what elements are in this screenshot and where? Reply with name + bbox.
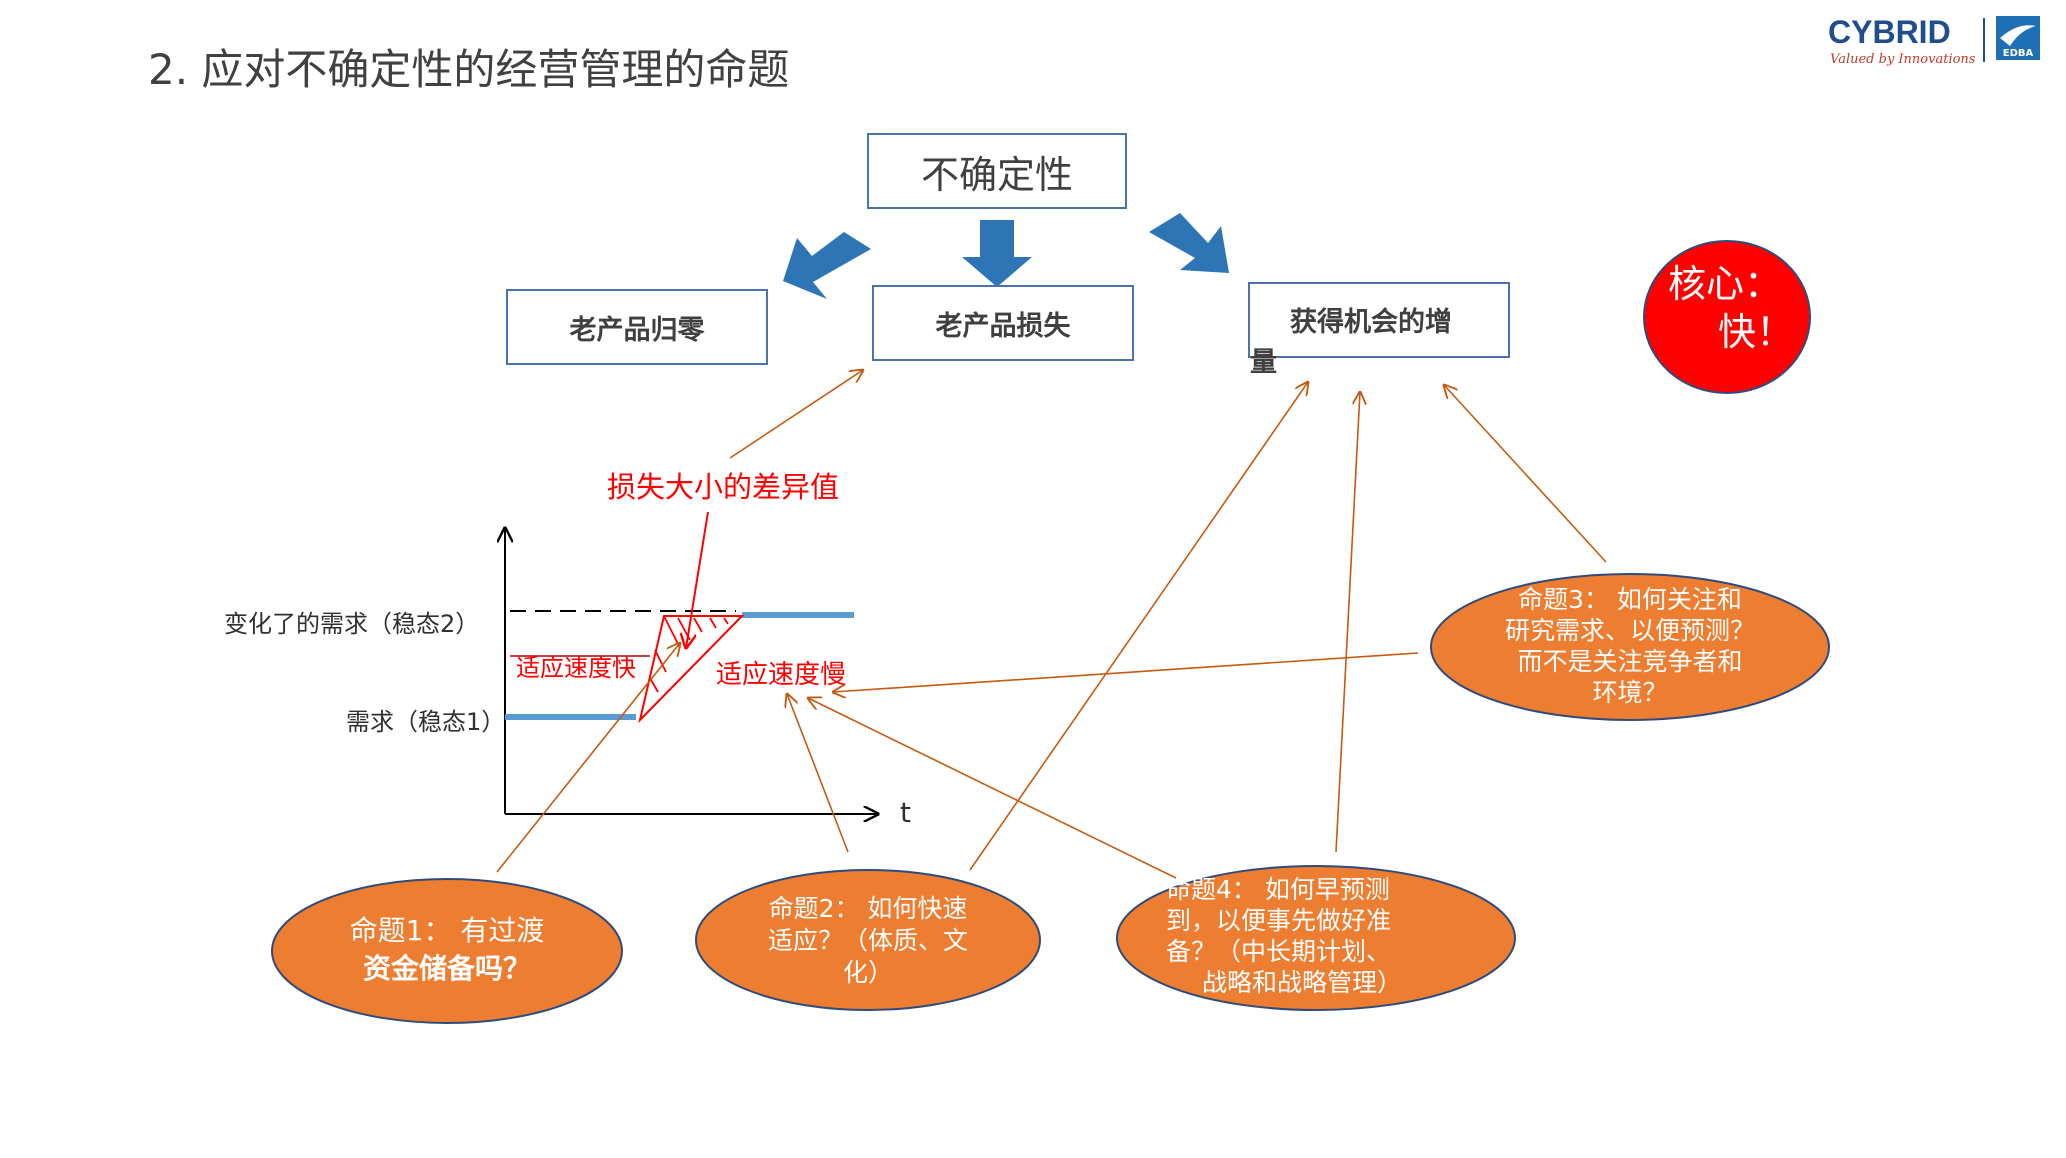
arrow-p1-to-fast [496,643,680,873]
edba-logo-icon [1996,16,2040,60]
proposition-4-line1: 命题4： 如何早预测 [1166,875,1390,904]
proposition-1-ellipse [271,878,623,1024]
loss-difference-label: 损失大小的差异值 [607,470,840,504]
proposition-3-line2: 研究需求、以便预测？ [1504,616,1755,645]
blue-arrow-right [1149,213,1229,273]
time-axis-label: t [900,796,911,829]
proposition-3-text: 命题3： 如何关注和 研究需求、以便预测？ 而不是关注竞争者和 环境？ [1474,584,1786,708]
proposition-4-line2: 到，以便事先做好准 [1166,906,1392,935]
proposition-4-ellipse [1116,865,1516,1011]
logo-tagline: Valued by Innovations [1830,52,1976,67]
logo-brand: CYBRID [1828,14,1951,50]
proposition-3-line4: 环境？ [1592,678,1668,707]
page-title: 2. 应对不确定性的经营管理的命题 [148,45,790,94]
proposition-4-text: 命题4： 如何早预测 到，以便事先做好准 备？（中长期计划、 战略和战略管理） [1166,874,1466,998]
uncertainty-box: 不确定性 [867,133,1127,209]
old-product-zero-box: 老产品归零 [506,289,768,365]
arrow-p4-to-opportunity [1335,392,1360,853]
blue-arrow-left [783,232,871,299]
arrow-p2-to-slow [787,694,849,853]
core-text: 核心： 快！ [1668,260,1795,356]
proposition-4-line3: 备？（中长期计划、 [1166,937,1392,966]
proposition-3-ellipse [1430,573,1830,721]
core-text-line2: 快！ [1718,310,1795,354]
proposition-2-line3: 化） [842,958,893,987]
core-circle [1643,240,1811,394]
arrow-loss-to-box [729,370,863,459]
arrow-p2-to-opportunity [969,382,1308,871]
demand-changed-label: 变化了的需求（稳态2） [224,610,480,638]
company-logo: CYBRID Valued by Innovations EDBA [1828,14,2060,68]
proposition-1-line1: 命题1： 有过渡 [349,914,545,947]
proposition-1-line2: 资金储备吗？ [362,952,531,985]
core-text-line1: 核心： [1668,262,1783,306]
opportunity-box: 获得机会的增 [1248,282,1510,358]
blue-arrow-down [962,220,1032,287]
proposition-1-text: 命题1： 有过渡 资金储备吗？ [300,912,594,988]
proposition-2-text: 命题2： 如何快速 适应？（体质、文 化） [722,893,1014,989]
arrow-p4-to-slow [808,698,1177,879]
arrow-p3-to-opportunity [1444,385,1607,563]
loss-triangle [638,615,745,724]
fast-adaptation-label: 适应速度快 [516,654,636,682]
arrow-p3-to-slow [833,652,1419,692]
proposition-2-line2: 适应？（体质、文 [767,926,968,955]
old-product-loss-box: 老产品损失 [872,285,1134,361]
logo-mark-text: EDBA [2002,48,2034,59]
connector-arrows [496,370,1607,879]
logo-divider [1983,18,1985,62]
proposition-3-line1: 命题3： 如何关注和 [1518,585,1742,614]
demand-steady-label: 需求（稳态1） [346,708,506,736]
proposition-4-line4: 战略和战略管理） [1202,968,1403,997]
slow-adaptation-label: 适应速度慢 [716,660,847,690]
proposition-2-ellipse [695,869,1041,1011]
opportunity-box-overflow-text: 量 [1250,347,1277,378]
proposition-3-line3: 而不是关注竞争者和 [1517,647,1743,676]
loss-label-pointer [686,511,709,648]
proposition-2-line1: 命题2： 如何快速 [768,894,968,923]
